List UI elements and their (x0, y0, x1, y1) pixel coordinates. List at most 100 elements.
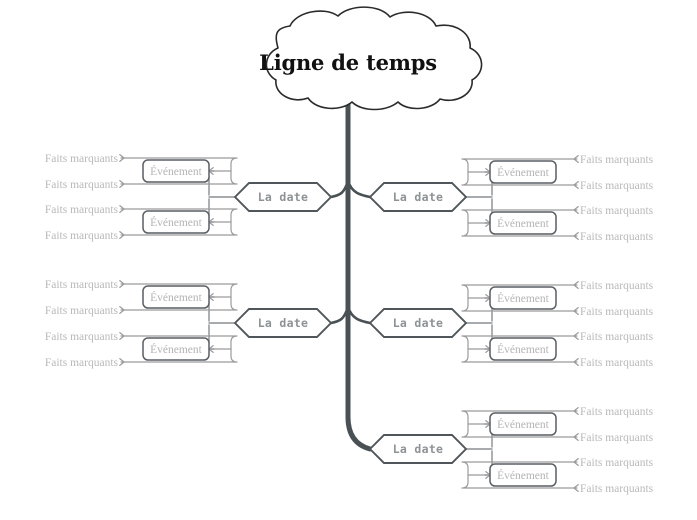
fact-connector (461, 209, 578, 224)
fact-arrowhead (119, 358, 125, 366)
fact-connector (461, 348, 578, 363)
fact-connector (461, 158, 578, 173)
event-box (142, 210, 210, 234)
branch-stem (346, 305, 372, 325)
fact-connector (120, 283, 238, 298)
date-node[interactable]: La date (368, 308, 468, 338)
fact-arrowhead (119, 306, 125, 314)
fact-label: Faits marquants (580, 180, 654, 192)
event-node[interactable]: Événement (489, 211, 557, 235)
date-hexagon (233, 182, 333, 212)
fact-arrowhead (119, 280, 125, 288)
fact-arrowhead (573, 358, 579, 366)
event-node[interactable]: Événement (489, 412, 557, 436)
trunk-spine (345, 97, 373, 452)
trunk-group (345, 97, 373, 452)
event-label: Événement (497, 417, 550, 431)
date-node[interactable]: La date (233, 182, 333, 212)
event-node[interactable]: Événement (489, 160, 557, 184)
fact-connector (461, 222, 578, 237)
event-node[interactable]: Événement (142, 159, 210, 183)
fact-connector (461, 474, 578, 489)
fact-arrowhead (573, 433, 579, 441)
fact-connector (461, 284, 578, 299)
date-label: La date (258, 316, 309, 330)
fact-connector (461, 410, 578, 425)
event-box (489, 211, 557, 235)
fact-label: Faits marquants (580, 231, 654, 243)
event-box (142, 159, 210, 183)
date-node[interactable]: La date (368, 182, 468, 212)
fact-label: Faits marquants (45, 204, 119, 216)
event-label: Événement (497, 165, 550, 179)
event-box (489, 412, 557, 436)
fact-arrowhead (119, 231, 125, 239)
fact-connector (120, 170, 238, 185)
date-label: La date (393, 442, 444, 456)
event-box (142, 285, 210, 309)
fact-connector (461, 171, 578, 186)
branch-stem (346, 179, 372, 199)
event-node[interactable]: Événement (142, 210, 210, 234)
fact-label: Faits marquants (580, 205, 654, 217)
event-label: Événement (497, 342, 550, 356)
root-title: Ligne de temps (259, 50, 437, 75)
event-box (489, 463, 557, 487)
event-label: Événement (150, 342, 203, 356)
event-label: Événement (150, 164, 203, 178)
fact-arrowhead (119, 154, 125, 162)
event-label: Événement (497, 216, 550, 230)
branch-group (119, 154, 579, 492)
fact-arrowhead (119, 205, 125, 213)
fact-label: Faits marquants (580, 154, 654, 166)
event-box (489, 160, 557, 184)
fact-label: Faits marquants (580, 483, 654, 495)
event-node[interactable]: Événement (489, 463, 557, 487)
fact-connector (120, 157, 238, 172)
fact-arrowhead (573, 407, 579, 415)
event-box (489, 337, 557, 361)
fact-connector (120, 335, 238, 350)
cloud-shape (265, 6, 483, 111)
fact-label: Faits marquants (580, 357, 654, 369)
fact-label: Faits marquants (580, 406, 654, 418)
fact-label: Faits marquants (45, 305, 119, 317)
fact-label: Faits marquants (580, 457, 654, 469)
date-label: La date (393, 190, 444, 204)
branch-stem (329, 179, 350, 199)
fact-connector (120, 296, 238, 311)
fact-label: Faits marquants (45, 230, 119, 242)
fact-arrowhead (573, 332, 579, 340)
fact-label: Faits marquants (580, 331, 654, 343)
event-node[interactable]: Événement (142, 285, 210, 309)
fact-arrowhead (119, 180, 125, 188)
fact-arrowhead (573, 155, 579, 163)
root-node[interactable]: Ligne de temps (259, 6, 483, 111)
date-hexagon (368, 434, 468, 464)
event-node[interactable]: Événement (489, 286, 557, 310)
fact-label: Faits marquants (45, 179, 119, 191)
fact-arrowhead (573, 484, 579, 492)
fact-connector (120, 348, 238, 363)
event-box (489, 286, 557, 310)
date-label: La date (258, 190, 309, 204)
fact-connector (461, 423, 578, 438)
fact-connector (461, 335, 578, 350)
fact-connector (461, 461, 578, 476)
event-box (142, 337, 210, 361)
date-hexagon (368, 182, 468, 212)
fact-arrowhead (573, 458, 579, 466)
date-node[interactable]: La date (233, 308, 333, 338)
date-hexagon (233, 308, 333, 338)
event-label: Événement (497, 468, 550, 482)
fact-arrowhead (573, 206, 579, 214)
event-node[interactable]: Événement (489, 337, 557, 361)
event-node[interactable]: Événement (142, 337, 210, 361)
fact-label: Faits marquants (45, 153, 119, 165)
fact-arrowhead (573, 281, 579, 289)
date-node[interactable]: La date (368, 434, 468, 464)
fact-label: Faits marquants (45, 357, 119, 369)
